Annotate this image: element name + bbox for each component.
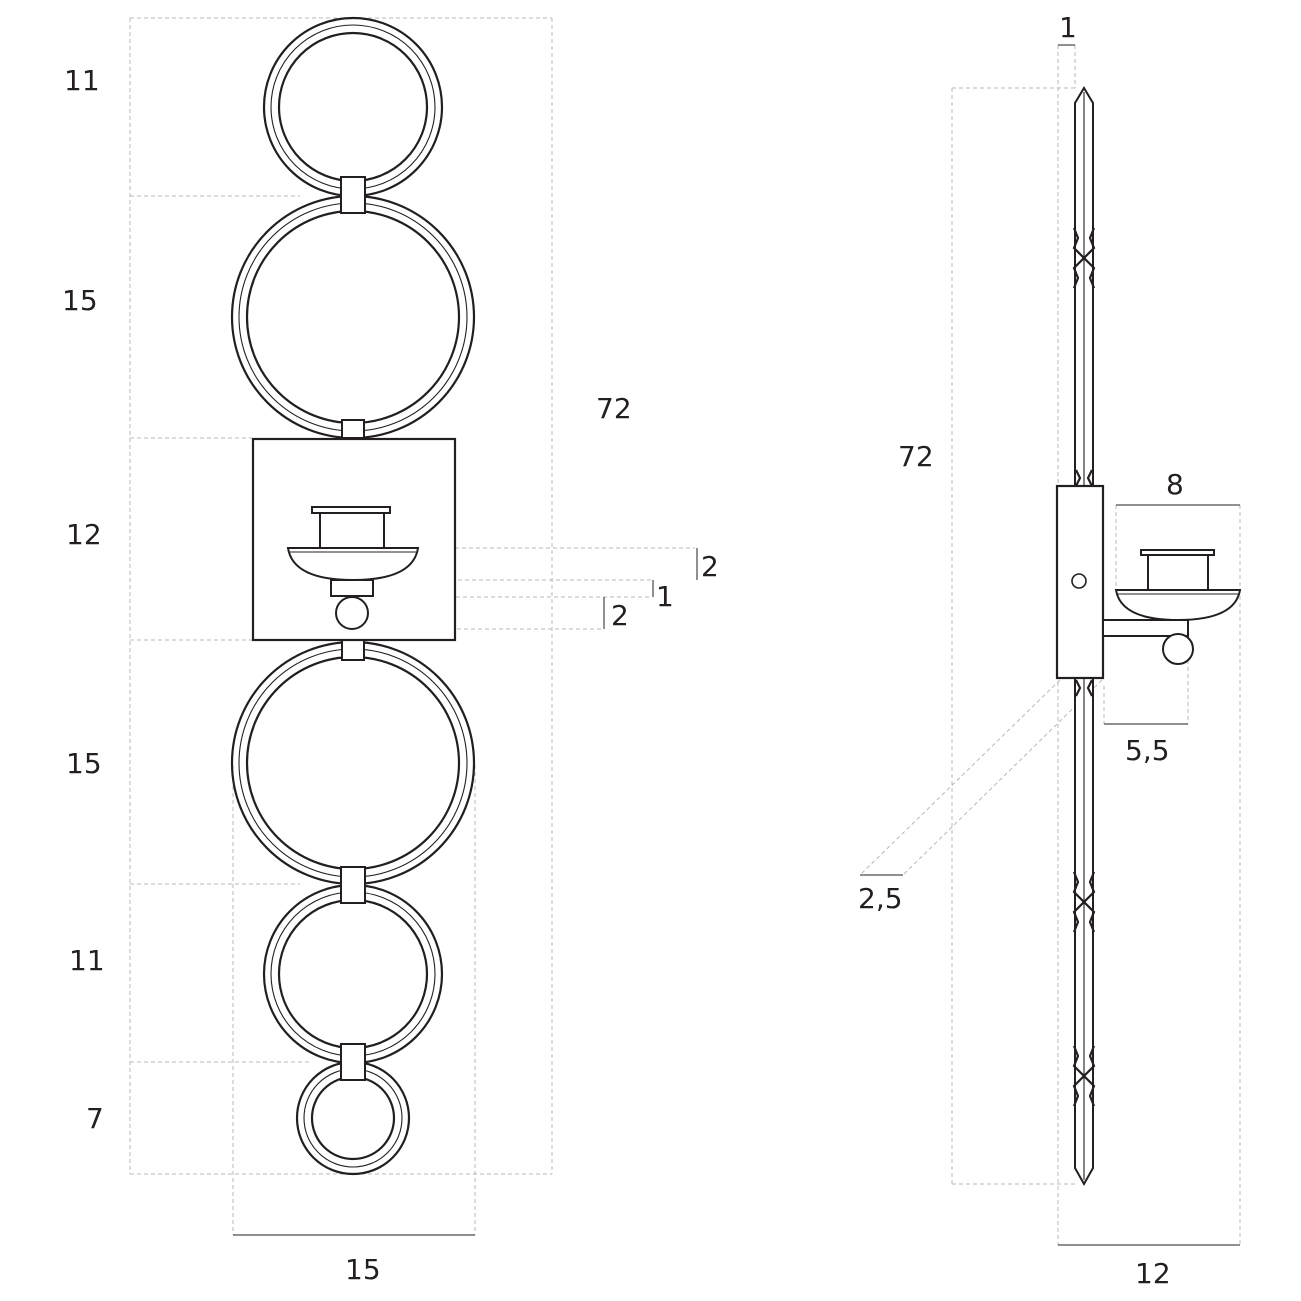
side-view: 1 72 8 5,5 2,5 12 [858,11,1242,1290]
front-view: 11 15 12 15 11 7 72 15 2 1 2 [62,16,719,1286]
cup-detail-label-3: 2 [611,599,629,632]
front-total-height-label: 72 [596,392,632,425]
front-height-segment-2: 15 [62,284,98,317]
front-height-segment-6: 7 [86,1102,104,1135]
side-total-depth-label: 12 [1135,1257,1171,1290]
ring-top [262,16,444,198]
cup-dimension-brackets [603,548,698,629]
side-dimension-lines [860,44,1240,1246]
front-width-label: 15 [345,1253,381,1286]
side-total-height-label: 72 [898,440,934,473]
front-height-segment-3: 12 [66,518,102,551]
front-height-segment-4: 15 [66,747,102,780]
side-plate-thickness-label: 2,5 [858,882,903,915]
ring-lower-large [230,640,476,886]
front-height-segment-5: 11 [69,944,105,977]
front-extension-lines [129,17,695,1235]
cup-detail-label-2: 1 [656,580,674,613]
side-rod-thickness-label: 1 [1059,11,1077,44]
front-height-segment-1: 11 [64,64,100,97]
candle-holder-front [286,506,420,630]
side-cup-width-label: 8 [1166,468,1184,501]
ring-medium [262,883,444,1065]
cup-detail-label-1: 2 [701,550,719,583]
ring-upper-large [230,194,476,440]
side-back-plate [1055,484,1105,680]
side-extension-lines [859,45,1241,1245]
side-arm-length-label: 5,5 [1125,734,1170,767]
side-candle-holder [1102,549,1242,665]
